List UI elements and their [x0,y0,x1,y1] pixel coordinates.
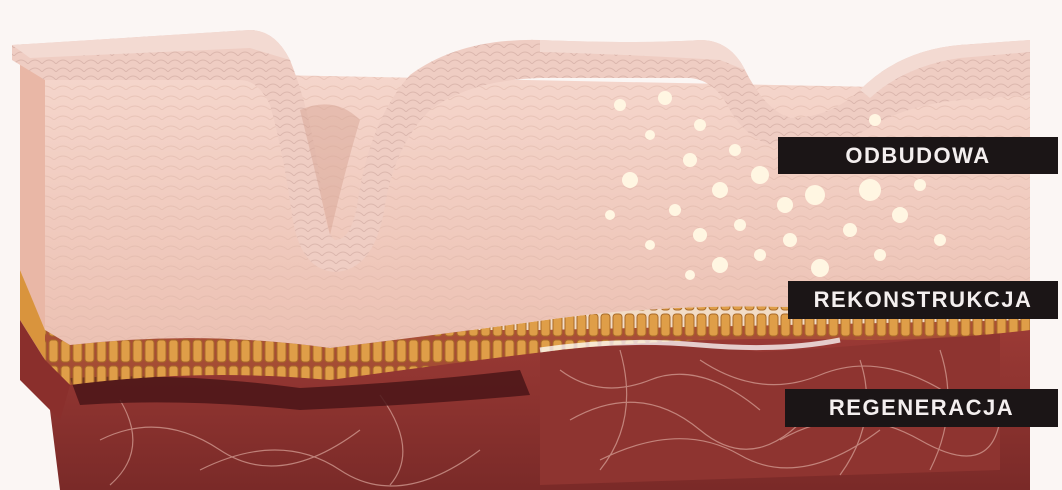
label-rekonstrukcja: REKONSTRUKCJA [788,281,1058,319]
label-odbudowa: ODBUDOWA [778,137,1058,174]
label-regeneracja: REGENERACJA [785,389,1058,427]
